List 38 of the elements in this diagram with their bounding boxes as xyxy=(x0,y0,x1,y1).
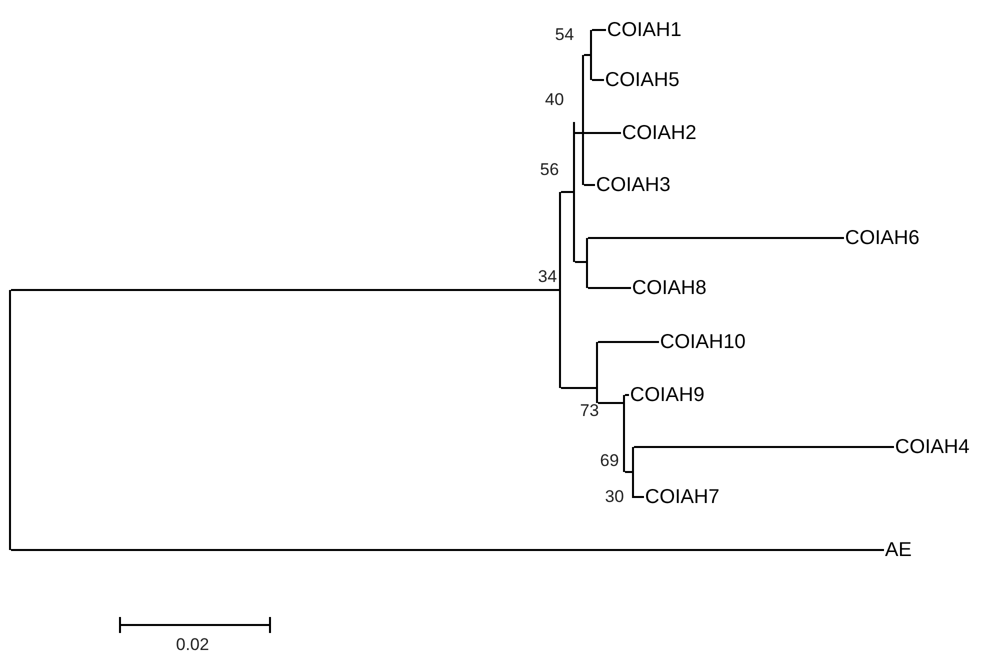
taxon-label: COIAH10 xyxy=(660,331,746,353)
taxon-label: COIAH6 xyxy=(845,227,920,249)
taxon-label: COIAH9 xyxy=(630,384,704,406)
tree-branch xyxy=(584,54,590,56)
taxon-label: COIAH3 xyxy=(596,174,670,196)
tree-branch xyxy=(588,287,631,289)
tree-branch xyxy=(592,79,604,81)
tree-branch xyxy=(598,402,623,404)
tree-branch xyxy=(584,184,595,186)
bootstrap-value: 54 xyxy=(555,26,574,44)
taxon-label: AE xyxy=(885,539,912,561)
bootstrap-value: 69 xyxy=(600,452,619,470)
taxon-label: COIAH1 xyxy=(607,19,682,41)
tree-branch xyxy=(11,289,559,291)
bootstrap-value: 34 xyxy=(538,268,557,286)
taxon-label: COIAH7 xyxy=(645,486,720,508)
tree-branch xyxy=(625,394,629,396)
tree-branch xyxy=(625,471,632,473)
tree-branch xyxy=(598,341,659,343)
tree-branch xyxy=(634,496,644,498)
bootstrap-value: 30 xyxy=(605,488,624,506)
taxon-label: COIAH8 xyxy=(632,277,706,299)
taxon-label: COIAH2 xyxy=(622,122,696,144)
tree-branch xyxy=(634,446,894,448)
tree-branch xyxy=(588,237,844,239)
tree-branch xyxy=(561,387,596,389)
bootstrap-value: 40 xyxy=(545,91,564,109)
taxon-label: COIAH5 xyxy=(605,69,680,91)
tree-branch xyxy=(575,261,586,263)
tree-branch xyxy=(584,132,621,134)
tree-branch xyxy=(575,132,582,134)
scale-label: 0.02 xyxy=(176,636,210,654)
taxon-label: COIAH4 xyxy=(895,436,970,458)
bootstrap-value: 73 xyxy=(580,402,599,420)
tree-branch xyxy=(561,191,573,193)
tree-branch xyxy=(592,29,606,31)
bootstrap-value: 56 xyxy=(540,161,559,179)
tree-branch xyxy=(11,549,884,551)
